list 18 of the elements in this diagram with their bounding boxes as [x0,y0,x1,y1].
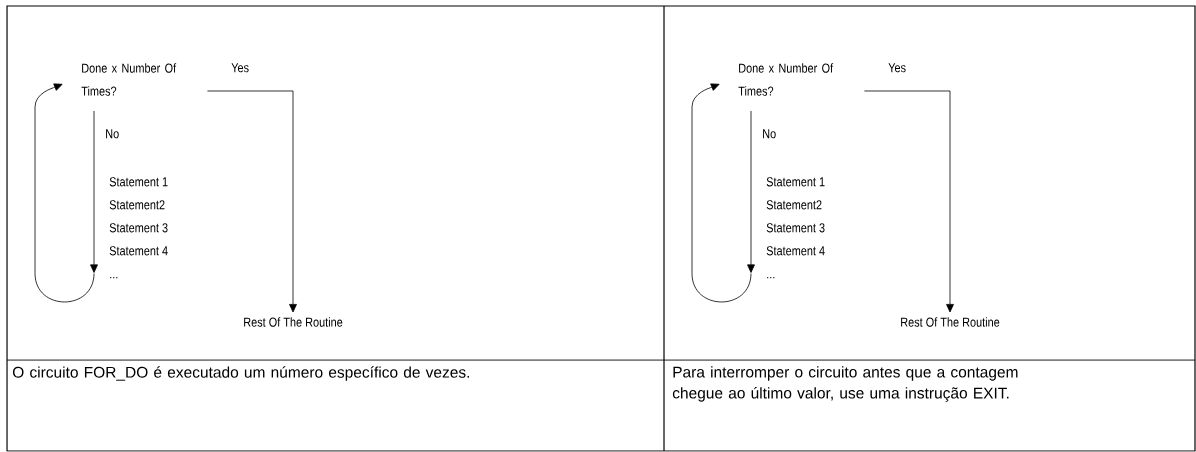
edge-label: Yes [230,62,251,74]
question-text: Done x Number Of Times? [738,63,834,96]
question-text: Done x Number Of Times? [81,63,177,96]
caption-text: O circuito FOR_DO é executado um número específico de vezes. [12,366,469,381]
arrow [90,110,98,273]
arrow [864,90,954,313]
arrow [34,83,95,303]
result-text: Rest Of The Routine [901,317,1000,327]
edge-label: Yes [887,62,907,74]
statement-list: Statement 1 Statement2 Statement 3 Statement 4 ... [766,177,825,279]
edge-label: No [104,128,121,140]
arrow [691,83,752,303]
statement-list: Statement 1 Statement2 Statement 3 Statement 4 ... [109,177,168,279]
edge-label: No [761,128,778,140]
arrow [207,90,297,313]
arrow [747,110,755,273]
result-text: Rest Of The Routine [244,317,343,327]
caption-text: Para interromper o circuito antes que a contagem chegue ao último valor, use uma instrução EXIT. [672,366,1018,402]
